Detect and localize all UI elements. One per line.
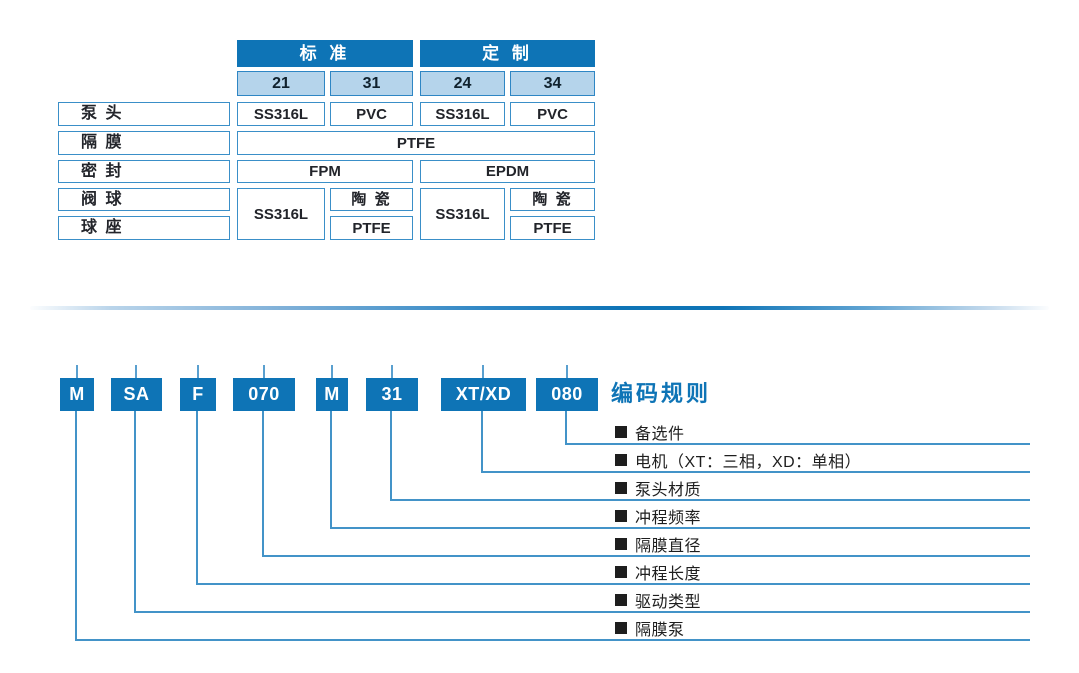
legend-label: 备选件 [635,426,685,443]
legend-item-stroke-frequency: 冲程频率 [615,506,702,527]
legend-label: 驱动类型 [635,594,702,611]
legend-label: 冲程长度 [635,566,702,583]
row-label-ball-seat: 球 座 [58,216,230,240]
section-divider [30,306,1049,310]
legend-label: 冲程频率 [635,510,702,527]
cell-diaphragm-all: PTFE [237,131,595,155]
legend-item-drive-type: 驱动类型 [615,590,702,611]
square-bullet-icon [615,538,627,550]
code-header-21: 21 [237,71,325,96]
connector-sa [134,411,1030,613]
code-header-31: 31 [330,71,413,96]
connector-f [196,411,1030,585]
legend-item-options: 备选件 [615,422,685,443]
connector-080 [565,411,1030,445]
cell-ball-seat-combo-21: SS316L [237,188,325,240]
cell-seal-custom: EPDM [420,160,595,183]
square-bullet-icon [615,426,627,438]
legend-label: 电机（XT：三相，XD：单相） [635,454,862,471]
legend-item-head-material: 泵头材质 [615,478,702,499]
code-segment-f: F [180,378,216,411]
stub-line-sa [135,365,137,378]
connector-m2 [330,411,1030,529]
cell-ball-seat-34: PTFE [510,216,595,240]
connector-070 [262,411,1030,557]
cell-pump-head-24: SS316L [420,102,505,126]
connector-m1 [75,411,1030,641]
stub-line-070 [263,365,265,378]
code-header-24: 24 [420,71,505,96]
column-group-custom: 定 制 [420,40,595,67]
legend-item-motor: 电机（XT：三相，XD：单相） [615,450,862,471]
legend-label: 隔膜直径 [635,538,702,555]
square-bullet-icon [615,454,627,466]
square-bullet-icon [615,566,627,578]
cell-valve-ball-31: 陶 瓷 [330,188,413,211]
stub-line-m2 [331,365,333,378]
row-label-diaphragm: 隔 膜 [58,131,230,155]
cell-pump-head-31: PVC [330,102,413,126]
stub-line-080 [566,365,568,378]
code-header-34: 34 [510,71,595,96]
row-label-valve-ball: 阀 球 [58,188,230,211]
cell-pump-head-34: PVC [510,102,595,126]
square-bullet-icon [615,594,627,606]
legend-item-diaphragm-pump: 隔膜泵 [615,618,685,639]
code-segment-xtxd: XT/XD [441,378,526,411]
square-bullet-icon [615,622,627,634]
legend-item-diaphragm-diameter: 隔膜直径 [615,534,702,555]
code-segment-31: 31 [366,378,418,411]
cell-seal-standard: FPM [237,160,413,183]
cell-ball-seat-combo-24: SS316L [420,188,505,240]
stub-line-m1 [76,365,78,378]
connector-31 [390,411,1030,501]
stub-line-xtxd [482,365,484,378]
cell-valve-ball-34: 陶 瓷 [510,188,595,211]
legend-label: 隔膜泵 [635,622,685,639]
legend-item-stroke-length: 冲程长度 [615,562,702,583]
square-bullet-icon [615,482,627,494]
cell-pump-head-21: SS316L [237,102,325,126]
connector-xtxd [481,411,1030,473]
column-group-standard: 标 准 [237,40,413,67]
legend-label: 泵头材质 [635,482,702,499]
cell-ball-seat-31: PTFE [330,216,413,240]
code-segment-m1: M [60,378,94,411]
code-segment-080: 080 [536,378,598,411]
stub-line-31 [391,365,393,378]
code-segment-sa: SA [111,378,162,411]
coding-rule-title: 编码规则 [611,381,712,406]
code-segment-070: 070 [233,378,295,411]
stub-line-f [197,365,199,378]
row-label-pump-head: 泵 头 [58,102,230,126]
row-label-seal: 密 封 [58,160,230,183]
square-bullet-icon [615,510,627,522]
code-segment-m2: M [316,378,348,411]
